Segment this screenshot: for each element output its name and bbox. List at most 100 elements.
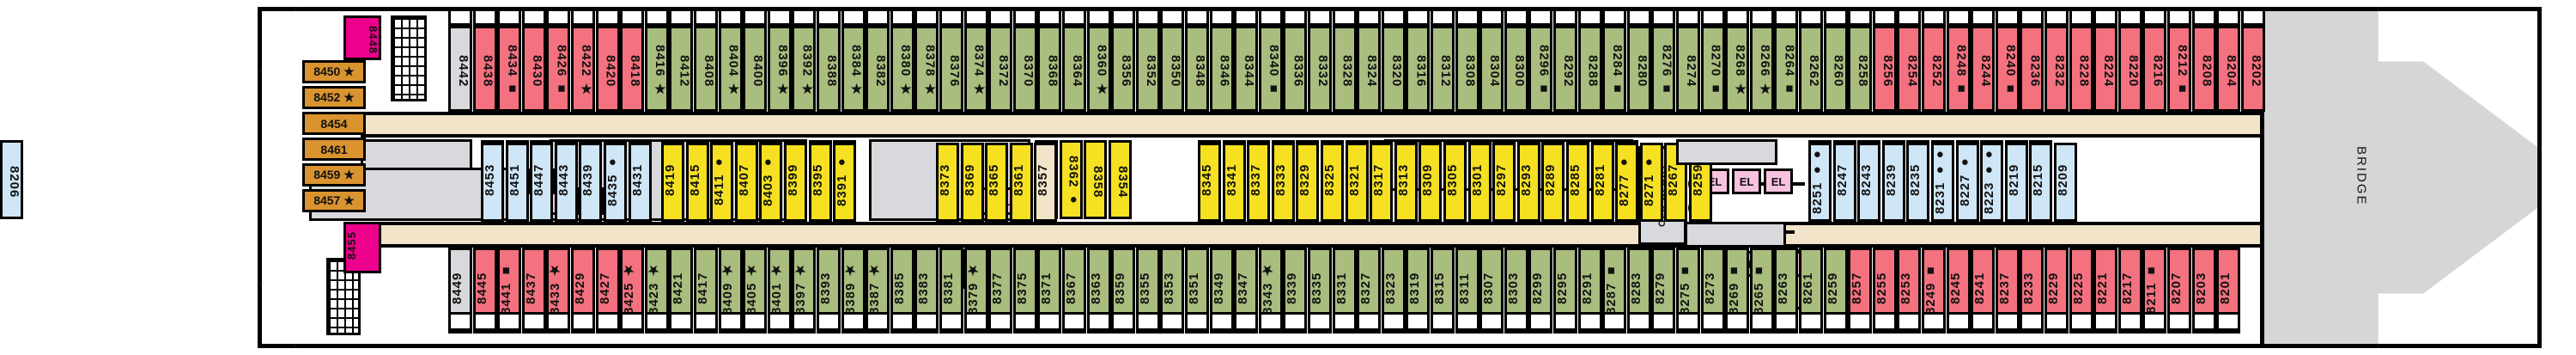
cabin-8215[interactable]: 8215: [2029, 143, 2053, 222]
cabin-8304[interactable]: 8304: [1479, 26, 1504, 112]
cabin-8388[interactable]: 8388: [817, 26, 841, 112]
cabin-8419[interactable]: 8419: [661, 143, 684, 222]
cabin-8337[interactable]: 8337: [1247, 143, 1271, 222]
cabin-8316[interactable]: 8316: [1406, 26, 1431, 112]
cabin-8321[interactable]: 8321: [1345, 143, 1369, 222]
cabin-8395[interactable]: 8395: [808, 143, 832, 222]
cabin-8435[interactable]: 8435 ●: [604, 143, 627, 222]
cabin-8341[interactable]: 8341: [1222, 143, 1246, 222]
cabin-8308[interactable]: 8308: [1455, 26, 1479, 112]
cabin-8276[interactable]: 8276 ■: [1651, 26, 1676, 112]
cabin-8368[interactable]: 8368: [1037, 26, 1062, 112]
suite-8461[interactable]: 8461: [302, 138, 366, 161]
cabin-8258[interactable]: 8258: [1848, 26, 1873, 112]
cabin-8288[interactable]: 8288: [1577, 26, 1602, 112]
cabin-8362[interactable]: 8362 ●: [1059, 140, 1083, 219]
cabin-8309[interactable]: 8309: [1419, 143, 1443, 222]
cabin-8358[interactable]: 8358: [1084, 140, 1108, 219]
cabin-8216[interactable]: 8216: [2142, 26, 2167, 112]
cabin-8232[interactable]: 8232: [2044, 26, 2069, 112]
cabin-8239[interactable]: 8239: [1881, 143, 1905, 222]
cabin-8438[interactable]: 8438: [472, 26, 497, 112]
cabin-8260[interactable]: 8260: [1823, 26, 1848, 112]
cabin-8360[interactable]: 8360 ★: [1086, 26, 1111, 112]
cabin-8204[interactable]: 8204: [2216, 26, 2241, 112]
cabin-8420[interactable]: 8420: [595, 26, 620, 112]
cabin-8329[interactable]: 8329: [1296, 143, 1320, 222]
cabin-8356[interactable]: 8356: [1111, 26, 1136, 112]
cabin-8431[interactable]: 8431: [628, 143, 652, 222]
cabin-8296[interactable]: 8296 ■: [1528, 26, 1553, 112]
cabin-8332[interactable]: 8332: [1308, 26, 1332, 112]
cabin-8376[interactable]: 8376: [939, 26, 963, 112]
cabin-8382[interactable]: 8382: [866, 26, 890, 112]
cabin-8391[interactable]: 8391 ●: [833, 143, 857, 222]
cabin-8422[interactable]: 8422 ★: [571, 26, 595, 112]
cabin-8301[interactable]: 8301: [1467, 143, 1492, 222]
cabin-8223[interactable]: 8223 ●●: [1980, 143, 2004, 222]
cabin-8281[interactable]: 8281: [1590, 143, 1614, 222]
cabin-8297[interactable]: 8297: [1492, 143, 1516, 222]
cabin-8336[interactable]: 8336: [1283, 26, 1308, 112]
suite-8457[interactable]: 8457 ★: [302, 189, 366, 212]
cabin-8346[interactable]: 8346: [1209, 26, 1234, 112]
suite-8454[interactable]: 8454: [302, 112, 366, 135]
cabin-8384[interactable]: 8384 ★: [841, 26, 866, 112]
cabin-8266[interactable]: 8266 ★: [1749, 26, 1774, 112]
cabin-8392[interactable]: 8392 ★: [792, 26, 817, 112]
cabin-8411[interactable]: 8411 ●: [710, 143, 734, 222]
cabin-8325[interactable]: 8325: [1321, 143, 1344, 222]
cabin-8447[interactable]: 8447: [530, 143, 554, 222]
cabin-8243[interactable]: 8243: [1857, 143, 1881, 222]
cabin-8248[interactable]: 8248 ■: [1946, 26, 1971, 112]
cabin-8400[interactable]: 8400: [743, 26, 768, 112]
cabin-8345[interactable]: 8345: [1198, 143, 1221, 222]
cabin-8220[interactable]: 8220: [2117, 26, 2142, 112]
cabin-8378[interactable]: 8378 ★: [914, 26, 939, 112]
cabin-8399[interactable]: 8399: [784, 143, 807, 222]
cabin-8380[interactable]: 8380 ★: [890, 26, 914, 112]
cabin-8442[interactable]: 8442: [448, 26, 472, 112]
cabin-8274[interactable]: 8274: [1676, 26, 1700, 112]
cabin-8354[interactable]: 8354: [1108, 140, 1132, 219]
cabin-8244[interactable]: 8244: [1971, 26, 1996, 112]
cabin-8277[interactable]: 8277 ●: [1615, 143, 1639, 222]
cabin-8352[interactable]: 8352: [1135, 26, 1160, 112]
cabin-8434[interactable]: 8434 ■: [497, 26, 522, 112]
cabin-8256[interactable]: 8256: [1872, 26, 1897, 112]
cabin-8262[interactable]: 8262: [1799, 26, 1823, 112]
cabin-8451[interactable]: 8451: [505, 143, 529, 222]
cabin-8365[interactable]: 8365: [985, 143, 1009, 222]
cabin-8357[interactable]: 8357: [1034, 143, 1058, 222]
cabin-8202[interactable]: 8202: [2240, 26, 2265, 112]
cabin-8416[interactable]: 8416 ★: [644, 26, 669, 112]
cabin-8289[interactable]: 8289: [1541, 143, 1565, 222]
cabin-8333[interactable]: 8333: [1271, 143, 1295, 222]
cabin-8264[interactable]: 8264 ■: [1774, 26, 1799, 112]
cabin-8396[interactable]: 8396 ★: [767, 26, 792, 112]
cabin-8293[interactable]: 8293: [1516, 143, 1540, 222]
cabin-8247[interactable]: 8247: [1832, 143, 1856, 222]
cabin-8284[interactable]: 8284 ■: [1602, 26, 1627, 112]
cabin-8439[interactable]: 8439: [579, 143, 603, 222]
cabin-8344[interactable]: 8344: [1234, 26, 1259, 112]
cabin-8209[interactable]: 8209: [2054, 143, 2077, 222]
cabin-8328[interactable]: 8328: [1332, 26, 1357, 112]
cabin-8370[interactable]: 8370: [1012, 26, 1037, 112]
cabin-8252[interactable]: 8252: [1922, 26, 1946, 112]
cabin-8443[interactable]: 8443: [554, 143, 578, 222]
cabin-8224[interactable]: 8224: [2093, 26, 2118, 112]
elevator-icon[interactable]: EL: [1732, 168, 1761, 194]
cabin-8251[interactable]: 8251 ●●: [1808, 143, 1832, 222]
cabin-8408[interactable]: 8408: [694, 26, 718, 112]
cabin-8340[interactable]: 8340 ■: [1258, 26, 1283, 112]
cabin-8415[interactable]: 8415: [685, 143, 709, 222]
cabin-8219[interactable]: 8219: [2004, 143, 2028, 222]
cabin-8228[interactable]: 8228: [2069, 26, 2093, 112]
cabin-8300[interactable]: 8300: [1504, 26, 1528, 112]
cabin-8268[interactable]: 8268 ★: [1725, 26, 1750, 112]
cabin-8373[interactable]: 8373: [936, 143, 959, 222]
cabin-8212[interactable]: 8212 ■: [2167, 26, 2191, 112]
suite-8455[interactable]: 8455: [343, 222, 381, 273]
cabin-8312[interactable]: 8312: [1431, 26, 1455, 112]
